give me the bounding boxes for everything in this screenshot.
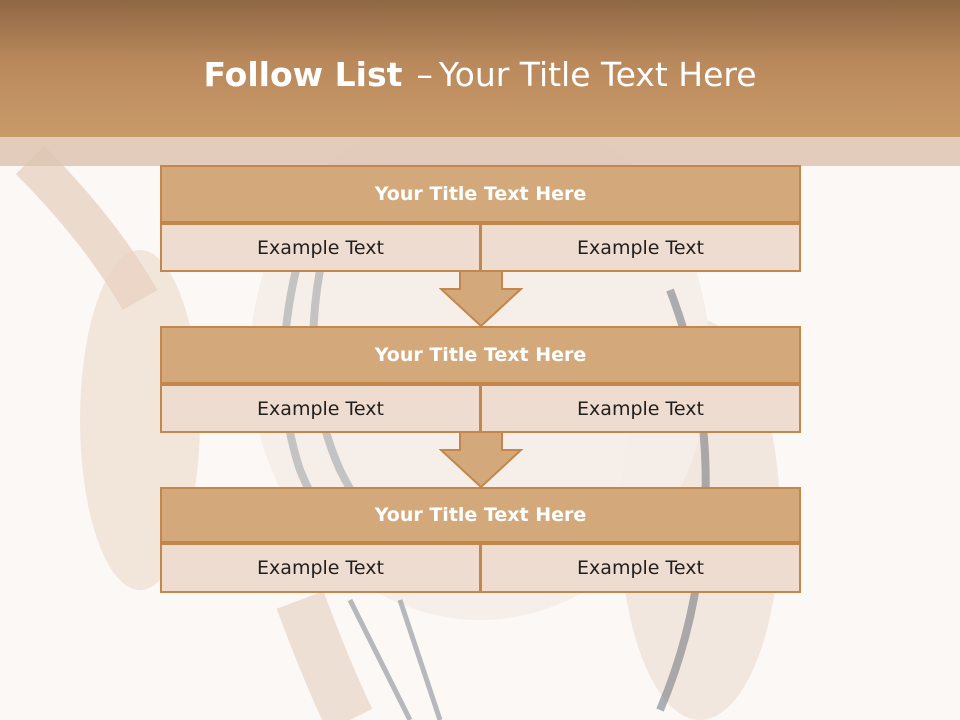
block-cell-left: Example Text xyxy=(160,543,481,593)
block-title: Your Title Text Here xyxy=(160,487,801,543)
slide-title-separator: – xyxy=(416,55,433,94)
block-cell-right: Example Text xyxy=(480,543,801,593)
slide-title: Follow List–Your Title Text Here xyxy=(0,52,960,98)
flow-block-3: Your Title Text Here Example Text Exampl… xyxy=(160,487,801,593)
slide-title-bold: Follow List xyxy=(203,55,403,94)
slide-title-rest: Your Title Text Here xyxy=(438,55,757,94)
block-title: Your Title Text Here xyxy=(160,165,801,223)
flow-block-1: Your Title Text Here Example Text Exampl… xyxy=(160,165,801,272)
down-arrow-icon xyxy=(439,432,523,488)
block-cell-left: Example Text xyxy=(160,384,481,433)
header-bar xyxy=(0,0,960,137)
block-cell-left: Example Text xyxy=(160,223,481,272)
block-cell-right: Example Text xyxy=(480,384,801,433)
block-title: Your Title Text Here xyxy=(160,326,801,384)
down-arrow-icon xyxy=(439,271,523,327)
block-cell-right: Example Text xyxy=(480,223,801,272)
flow-block-2: Your Title Text Here Example Text Exampl… xyxy=(160,326,801,433)
header-band xyxy=(0,137,960,166)
